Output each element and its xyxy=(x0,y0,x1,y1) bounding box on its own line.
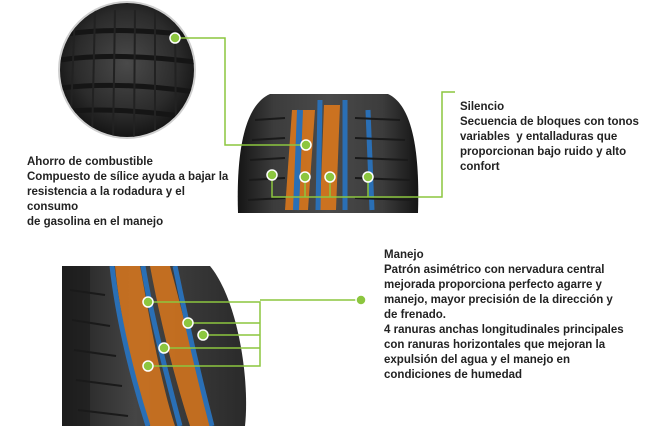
handling-line: mejorada proporciona perfecto agarre y xyxy=(384,279,602,291)
fuel-saving-line: resistencia a la rodadura y el consumo xyxy=(27,186,189,213)
silence-line: variables y entalladuras que xyxy=(460,131,618,143)
handling-block: Manejo Patrón asimétrico con nervadura c… xyxy=(384,248,646,383)
silence-block: Silencio Secuencia de bloques con tonos … xyxy=(460,100,645,175)
silence-line: Secuencia de bloques con tonos xyxy=(460,116,639,128)
fuel-saving-line: de gasolina en el manejo xyxy=(27,216,164,228)
fuel-saving-block: Ahorro de combustible Compuesto de sílic… xyxy=(27,155,237,230)
fuel-saving-line: Compuesto de sílice ayuda a bajar la xyxy=(27,171,229,183)
fuel-saving-title: Ahorro de combustible xyxy=(27,156,153,168)
handling-line: Patrón asimétrico con nervadura central xyxy=(384,264,605,276)
callout-lines xyxy=(148,37,455,367)
tire-zoom-circle-icon xyxy=(58,1,196,139)
tire-angle-view-icon xyxy=(62,266,247,426)
handling-title: Manejo xyxy=(384,249,424,261)
silence-line: proporcionan bajo ruido y alto xyxy=(460,146,627,158)
handling-line: de frenado. xyxy=(384,309,446,321)
handling-line: con ranuras horizontales que mejoran la xyxy=(384,339,606,351)
handling-line: manejo, mayor precisión de la dirección … xyxy=(384,294,613,306)
handling-line: expulsión del agua y el manejo en xyxy=(384,354,570,366)
handling-line: condiciones de humedad xyxy=(384,369,523,381)
silence-title: Silencio xyxy=(460,101,505,113)
handling-line: 4 ranuras anchas longitudinales principa… xyxy=(384,324,624,336)
tire-front-view-icon xyxy=(237,94,419,213)
silence-line: confort xyxy=(460,161,500,173)
callout-dot-icon xyxy=(142,32,374,372)
